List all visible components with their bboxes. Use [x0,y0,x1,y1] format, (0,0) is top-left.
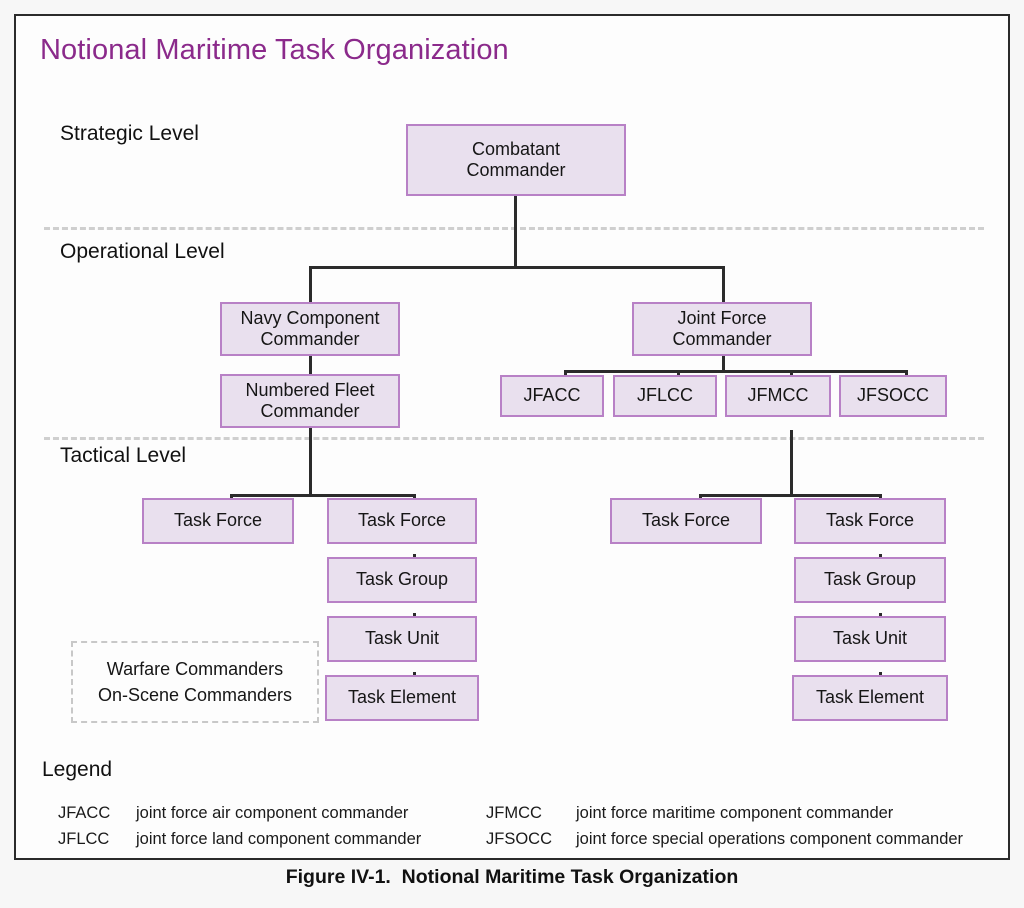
warfare-commanders-line1: Warfare Commanders [106,658,284,679]
node-label: Navy Component Commander [240,307,380,349]
node-joint-force-commander[interactable]: Joint Force Commander [632,302,812,356]
warfare-commanders-note: Warfare Commanders On-Scene Commanders [71,641,319,723]
page-title: Notional Maritime Task Organization [40,34,509,66]
connector-bar-to-ncc [309,266,312,302]
node-label: Task Force [357,510,447,531]
connector-jfmcc-to-joint-tactical [790,430,793,496]
node-navy-task-unit[interactable]: Task Unit [327,616,477,662]
node-label: Task Force [641,510,731,531]
node-label: Numbered Fleet Commander [245,379,375,421]
node-label: Task Group [823,569,917,590]
node-label: Joint Force Commander [672,307,772,349]
connector-operational-bar [309,266,722,269]
connector-jfc-components-bar [564,370,908,373]
legend-abbr-jfmcc: JFMCC [486,804,542,822]
connector-navy-tactical-bar [230,494,416,497]
node-combatant-commander[interactable]: Combatant Commander [406,124,626,196]
legend-desc-jfacc: joint force air component commander [136,804,409,822]
on-scene-commanders-line2: On-Scene Commanders [97,685,293,705]
legend-desc-jflcc: joint force land component commander [136,829,422,848]
node-label: JFMCC [747,385,809,406]
legend-desc-jfmcc: joint force maritime component commander [576,804,894,822]
node-numbered-fleet-commander[interactable]: Numbered Fleet Commander [220,374,400,428]
legend-abbr-jflcc: JFLCC [58,829,110,848]
node-joint-task-element[interactable]: Task Element [792,675,948,721]
node-label: Task Element [347,687,457,708]
node-jfacc[interactable]: JFACC [500,375,604,417]
level-label-operational: Operational Level [60,240,225,263]
figure-caption: Figure IV-1. Notional Maritime Task Orga… [285,866,739,888]
node-label: Combatant Commander [466,138,566,180]
connector-ncc-to-nfc [309,354,312,378]
legend-desc-jfsocc: joint force special operations component… [576,829,964,848]
node-label: Task Unit [364,628,440,649]
node-label: JFSOCC [857,385,929,406]
node-navy-task-group[interactable]: Task Group [327,557,477,603]
node-navy-task-element[interactable]: Task Element [325,675,479,721]
node-joint-task-force-left[interactable]: Task Force [610,498,762,544]
node-label: Task Force [825,510,915,531]
node-navy-task-force-left[interactable]: Task Force [142,498,294,544]
node-label: JFACC [523,385,581,406]
connector-cc-stem [514,196,517,266]
figure-frame: Notional Maritime Task Organization Stra… [14,14,1010,860]
node-label: JFLCC [636,385,693,406]
legend-title: Legend [42,758,113,781]
legend-grid: JFACC joint force air component commande… [58,802,998,852]
node-label: Task Force [173,510,263,531]
level-label-strategic: Strategic Level [60,122,199,145]
connector-bar-to-jfc [722,266,725,302]
node-jfsocc[interactable]: JFSOCC [839,375,947,417]
node-navy-task-force-right[interactable]: Task Force [327,498,477,544]
node-jfmcc[interactable]: JFMCC [725,375,831,417]
level-label-tactical: Tactical Level [60,444,187,467]
divider-operational-tactical [44,437,984,440]
node-jflcc[interactable]: JFLCC [613,375,717,417]
node-joint-task-group[interactable]: Task Group [794,557,946,603]
node-label: Task Unit [832,628,908,649]
node-joint-task-unit[interactable]: Task Unit [794,616,946,662]
connector-jfc-stem [722,354,725,372]
legend-abbr-jfsocc: JFSOCC [486,829,552,848]
node-navy-component-commander[interactable]: Navy Component Commander [220,302,400,356]
node-label: Task Group [355,569,449,590]
legend-abbr-jfacc: JFACC [58,804,111,822]
node-joint-task-force-right[interactable]: Task Force [794,498,946,544]
connector-nfc-to-navy-tactical [309,428,312,496]
node-label: Task Element [815,687,925,708]
connector-joint-tactical-bar [699,494,882,497]
